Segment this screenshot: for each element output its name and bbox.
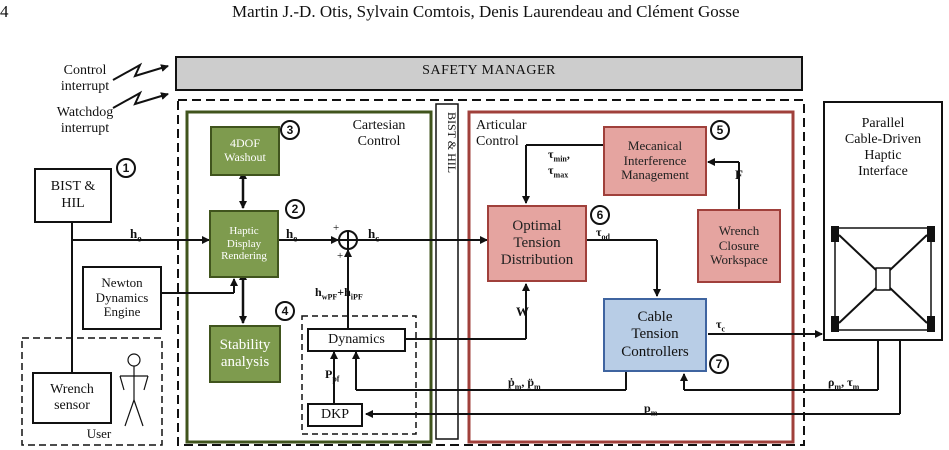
badge-3: 3: [280, 120, 300, 140]
optimal-box: Optimal Tension Distribution: [487, 205, 587, 282]
signal-p-m: pm: [644, 401, 658, 418]
interface-box: [823, 101, 943, 341]
newton-engine-label: Newton Dynamics Engine: [95, 274, 149, 320]
mecanical-label: Mecanical Interference Management: [621, 137, 689, 183]
dynamics-label: Dynamics: [328, 331, 385, 347]
signal-h-wpf-ipf: hwPF+hiPF: [315, 285, 363, 302]
signal-tau-od: τod: [596, 225, 610, 242]
wrench-sensor-box: Wrench sensor: [32, 372, 112, 424]
page-number: 4: [0, 2, 9, 21]
signal-h-c: hc: [368, 226, 380, 244]
signal-h-e: he: [286, 226, 298, 244]
cable-tension-box: Cable Tension Controllers: [603, 298, 707, 372]
cartesian-control-region: [185, 110, 433, 444]
cartesian-control-label: Cartesian Control: [352, 118, 406, 150]
signal-rho-tau: ρm, τm: [828, 375, 860, 392]
user-label: User: [86, 426, 112, 441]
system-boundary: [177, 99, 805, 446]
cable-tension-label: Cable Tension Controllers: [621, 309, 689, 360]
watchdog-interrupt-label: Watchdog interrupt: [56, 105, 114, 137]
badge-1: 1: [116, 158, 136, 178]
dkp-box: DKP: [307, 403, 363, 427]
dynamics-region: [301, 315, 417, 435]
signal-p-dot-ddot: ṗm, p̈m: [508, 375, 541, 392]
badge-2: 2: [285, 199, 305, 219]
user-figure: [119, 353, 149, 427]
wrench-closure-label: Wrench Closure Workspace: [710, 222, 768, 268]
control-interrupt-label: Control interrupt: [60, 63, 110, 95]
bist-hil-vertical-label: BIST & HIL: [445, 112, 459, 174]
parallel-interface-label: Parallel Cable-Driven Haptic Interface: [844, 116, 922, 180]
plus-top: +: [333, 222, 340, 234]
bist-hil-label: BIST & HIL: [50, 179, 96, 211]
safety-manager-label: SAFETY MANAGER: [422, 63, 556, 78]
running-header: Martin J.-D. Otis, Sylvain Comtois, Deni…: [232, 2, 740, 21]
cable-frame: [834, 227, 932, 331]
badge-5: 5: [710, 120, 730, 140]
signal-tau-min-max: τmin, τmax: [548, 147, 570, 179]
signal-W: W: [516, 304, 529, 319]
haptic-rendering-box: Haptic Display Rendering: [209, 210, 279, 278]
bist-hil-box: BIST & HIL: [34, 168, 112, 223]
wrench-sensor-label: Wrench sensor: [50, 381, 94, 413]
articular-control-region: [467, 110, 795, 444]
mecanical-box: Mecanical Interference Management: [603, 126, 707, 196]
newton-engine-box: Newton Dynamics Engine: [82, 266, 162, 330]
signal-h-o: ho: [130, 226, 142, 244]
dkp-label: DKP: [320, 406, 349, 422]
washout-label: 4DOF Washout: [224, 136, 266, 164]
signal-tau-c: τc: [716, 317, 726, 334]
washout-box: 4DOF Washout: [210, 126, 280, 176]
user-boundary: [21, 337, 163, 446]
wrench-closure-box: Wrench Closure Workspace: [697, 209, 781, 283]
safety-manager-bar: [175, 56, 803, 91]
badge-4: 4: [275, 301, 295, 321]
stability-label: Stability analysis: [219, 336, 271, 370]
optimal-label: Optimal Tension Distribution: [500, 217, 574, 269]
bist-hil-vertical-box: [435, 103, 459, 440]
badge-6: 6: [590, 205, 610, 225]
haptic-rendering-label: Haptic Display Rendering: [221, 225, 267, 263]
badge-7: 7: [709, 354, 729, 374]
articular-control-label: Articular Control: [476, 118, 527, 150]
dynamics-box: Dynamics: [307, 328, 406, 352]
signal-F: F: [735, 167, 743, 182]
plus-bottom: +: [337, 250, 344, 262]
signal-p-pf: Ppf: [325, 367, 340, 384]
stability-box: Stability analysis: [209, 325, 281, 383]
